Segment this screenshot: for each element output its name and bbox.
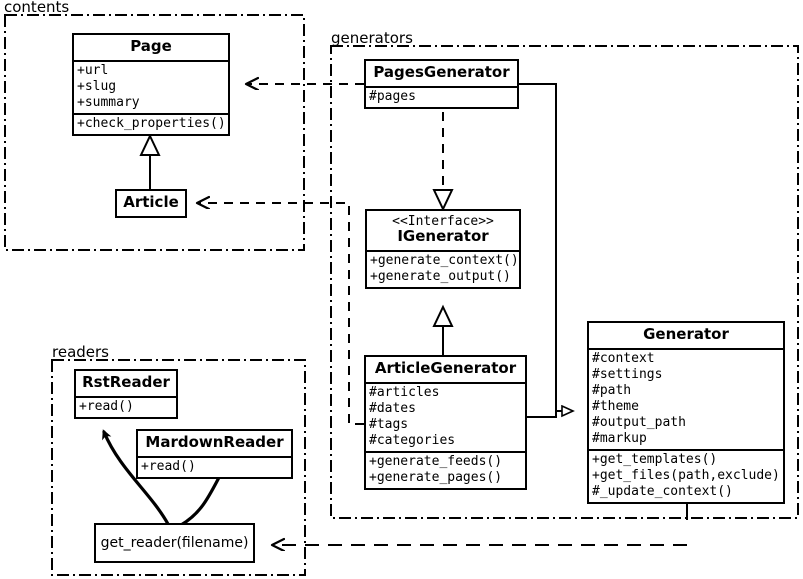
attribute: #settings [592,366,663,382]
relation-pagesgenerator-generalizes-generator [519,83,572,411]
relation-articlegenerator-generalizes-igenerator [432,304,454,355]
method: +generate_pages() [369,469,503,485]
function-box-get-reader[interactable]: get_reader(filename) [94,523,255,563]
package-label-contents: contents [4,0,70,16]
method: +get_templates() [592,451,718,467]
function-label-get-reader: get_reader(filename) [100,535,249,551]
class-box-article[interactable]: Article [115,189,187,218]
attribute: #articles [369,384,440,400]
package-frame-contents [4,14,305,251]
attribute: #categories [369,432,456,448]
package-label-readers: readers [52,343,109,361]
class-attributes-page: +url +slug +summary [74,62,228,115]
class-methods-article-generator: +generate_feeds() +generate_pages() [366,453,525,488]
class-box-article-generator[interactable]: ArticleGenerator #articles #dates #tags … [364,355,527,490]
attribute: #tags [369,416,409,432]
class-box-generator[interactable]: Generator #context #settings #path #them… [587,321,785,504]
class-box-pages-generator[interactable]: PagesGenerator #pages [364,59,519,109]
relation-articlegenerator-depends-article [197,203,364,425]
method: +get_files(path,exclude) [592,467,780,483]
class-box-mardown-reader[interactable]: MardownReader +read() [136,429,293,479]
class-methods-generator: +get_templates() +get_files(path,exclude… [589,451,783,502]
class-name-igenerator: IGenerator [397,227,489,246]
class-methods-mardown-reader: +read() [138,458,291,477]
relation-pagesgenerator-realizes-igenerator [432,112,454,212]
method: +read() [79,398,134,414]
class-title-igenerator: <<Interface>> IGenerator [367,211,519,253]
class-box-rst-reader[interactable]: RstReader +read() [74,369,178,419]
relation-generator-depends-getreader [272,502,688,545]
attribute: #context [592,350,655,366]
class-title-mardown-reader: MardownReader [138,431,291,458]
method: +generate_output() [370,269,511,285]
class-attributes-article-generator: #articles #dates #tags #categories [366,384,525,453]
class-stereotype-igenerator: <<Interface>> [392,214,494,229]
class-title-generator: Generator [589,323,783,350]
package-frame-generators [330,45,799,519]
class-methods-page: +check_properties() [74,115,228,134]
attribute: #theme [592,398,639,414]
class-title-pages-generator: PagesGenerator [366,61,517,88]
class-box-page[interactable]: Page +url +slug +summary +check_properti… [72,33,230,136]
method: #_update_context() [592,483,733,499]
class-title-rst-reader: RstReader [76,371,176,398]
attribute: #pages [369,88,416,104]
package-frame-readers [51,359,306,576]
method: +check_properties() [77,115,226,131]
class-attributes-generator: #context #settings #path #theme #output_… [589,350,783,451]
class-title-article-generator: ArticleGenerator [366,357,525,384]
relation-getreader-creates-rstreader [102,429,170,526]
relation-articlegenerator-generalizes-generator [527,411,557,418]
class-methods-rst-reader: +read() [76,398,176,417]
class-title-article: Article [123,193,179,211]
attribute: +url [77,62,109,78]
class-box-igenerator[interactable]: <<Interface>> IGenerator +generate_conte… [365,209,521,290]
relation-article-generalizes-page [139,133,161,190]
attribute: +summary [77,94,140,110]
class-attributes-pages-generator: #pages [366,88,517,107]
attribute: #path [592,382,632,398]
method: +generate_feeds() [369,453,503,469]
attribute: #dates [369,400,416,416]
attribute: +slug [77,78,117,94]
attribute: #markup [592,430,647,446]
class-methods-igenerator: +generate_context() +generate_output() [367,252,519,287]
class-title-page: Page [74,35,228,62]
method: +read() [141,458,196,474]
attribute: #output_path [592,414,686,430]
method: +generate_context() [370,253,519,269]
package-label-generators: generators [331,29,413,47]
